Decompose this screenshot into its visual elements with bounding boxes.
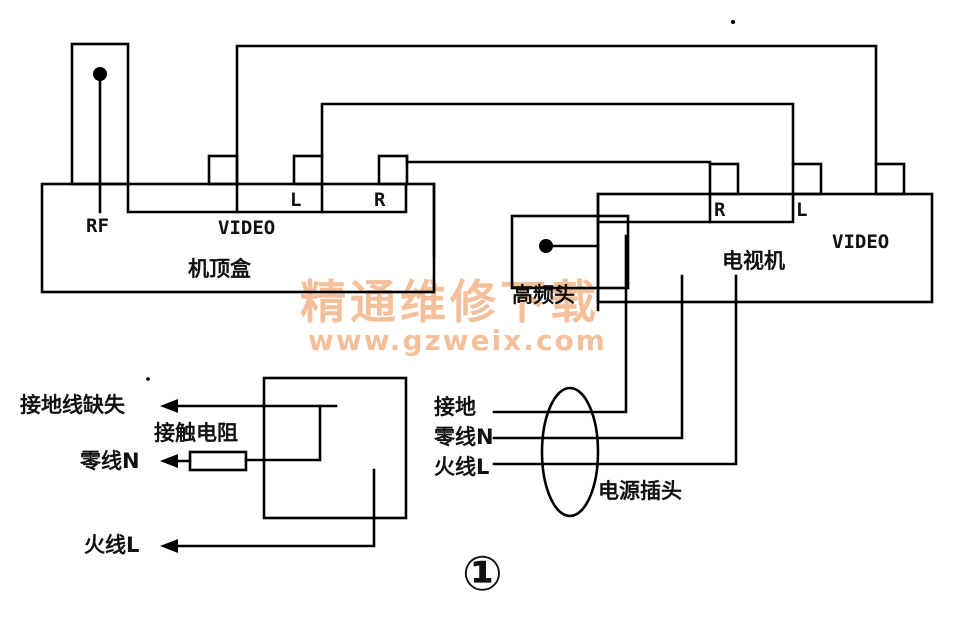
- stb-l-jack: [292, 154, 324, 186]
- contact-resistance-label: 接触电阻: [154, 421, 238, 445]
- ground-label: 接地: [434, 395, 476, 419]
- live-left-label: 火线L: [84, 533, 139, 557]
- tuner-label: 高频头: [512, 283, 575, 307]
- stb-video-jack: [207, 154, 239, 186]
- watermark-line2: www.gzweix.com: [308, 324, 607, 357]
- r-audio-cable: [405, 154, 712, 166]
- set-top-box-label: 机顶盒: [188, 257, 252, 281]
- neutral-label: 零线N: [433, 425, 494, 449]
- live-wire: [492, 274, 738, 466]
- video-cable: [235, 44, 878, 214]
- tuner-box: [510, 214, 630, 290]
- power-plug-ellipse: [540, 386, 600, 518]
- stray-dot: [731, 20, 735, 24]
- stb-r-label: R: [374, 189, 386, 211]
- neutral-wire: [492, 274, 684, 440]
- av-cables: [235, 44, 878, 312]
- figure-number: ①: [462, 546, 503, 602]
- tv-r-jack: [708, 162, 740, 196]
- ground-missing-label: 接地线缺失: [20, 393, 126, 417]
- tv-video-label: VIDEO: [832, 231, 889, 253]
- power-plug-label: 电源插头: [598, 479, 682, 503]
- ground-wire: [492, 234, 628, 414]
- rf-label: RF: [86, 215, 109, 237]
- fault-detail: [146, 376, 408, 553]
- power-plug-wiring: [492, 234, 738, 518]
- arrow-live-icon: [160, 539, 178, 553]
- stb-l-label: L: [290, 189, 301, 211]
- arrow-ground-icon: [160, 399, 178, 413]
- contact-resistor: [188, 450, 248, 472]
- stb-r-jack: [377, 154, 409, 186]
- live-label: 火线L: [434, 455, 489, 479]
- neutral-left-label: 零线N: [79, 449, 140, 473]
- watermark: 精通维修下载 www.gzweix.com: [300, 275, 607, 357]
- watermark-line1: 精通维修下载: [300, 275, 600, 329]
- outlet-box: [262, 376, 408, 520]
- tv-label: 电视机: [722, 249, 785, 273]
- tv-r-label: R: [714, 199, 726, 221]
- arrow-neutral-icon: [160, 454, 178, 468]
- stb-video-label: VIDEO: [218, 217, 275, 239]
- tv-l-label: L: [796, 199, 807, 221]
- l-audio-cable: [320, 102, 795, 166]
- tv-l-jack: [791, 162, 823, 196]
- tv-video-jack: [874, 162, 906, 196]
